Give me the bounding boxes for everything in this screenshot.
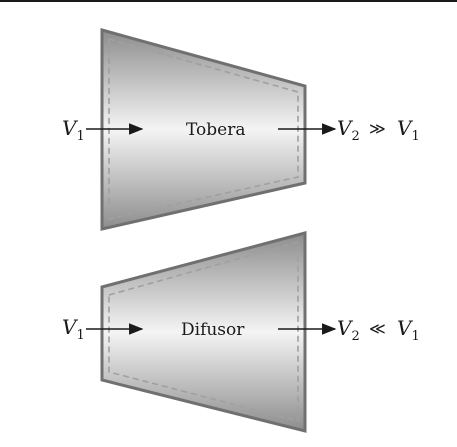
diffuser-inner-dashed [108,240,299,423]
top-rule [0,0,457,2]
diffuser-label: Difusor [181,320,245,340]
diffuser-outlet-label: V2 [337,316,360,344]
nozzle-compare-label: V1 [397,116,420,144]
diffuser-group: V1 Difusor V2 ≪ V1 [62,231,420,433]
nozzle-inner-dashed [108,37,299,220]
nozzle-relation: ≫ [369,119,386,138]
nozzle-label: Tobera [186,120,245,140]
nozzle-outlet-label: V2 [337,116,360,144]
diffuser-relation: ≪ [369,319,386,338]
nozzle-group: V1 Tobera V2 ≫ V1 [62,28,420,231]
diffuser-inlet-label: V1 [62,315,85,343]
nozzle-inlet-label: V1 [62,116,85,144]
diffuser-compare-label: V1 [397,316,420,344]
